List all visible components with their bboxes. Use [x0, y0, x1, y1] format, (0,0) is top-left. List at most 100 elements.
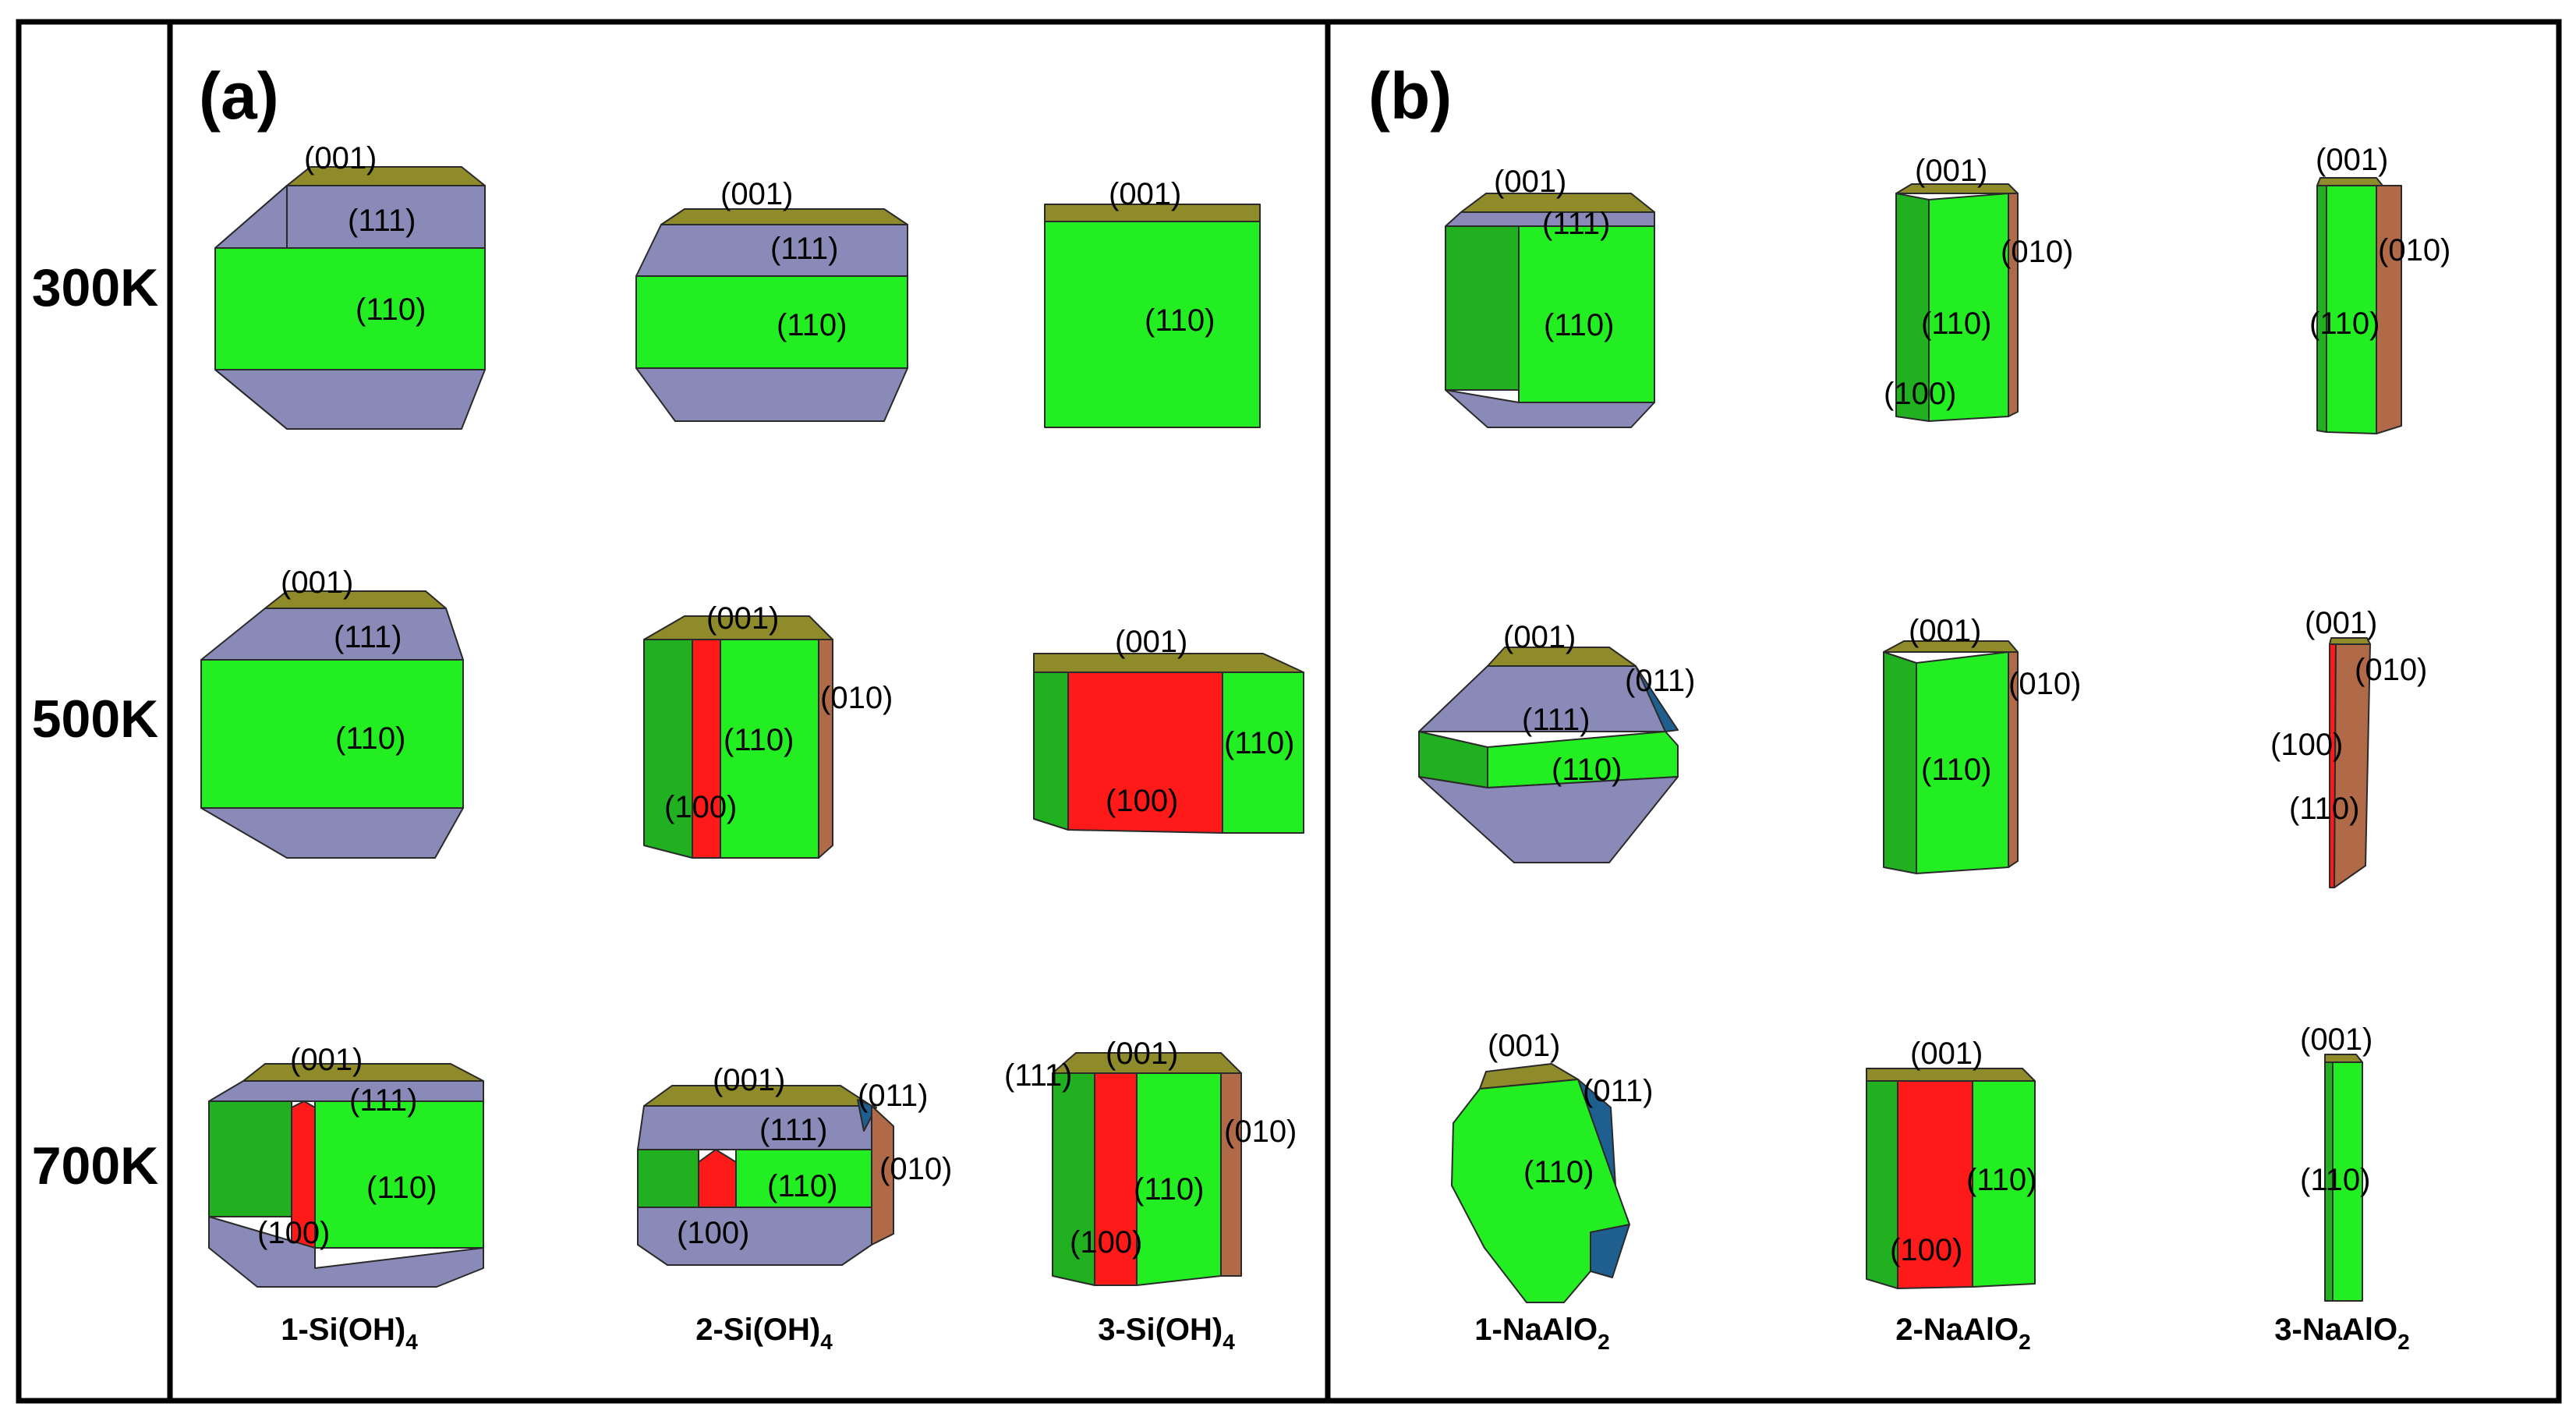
- crystal-a-500k-2: (001) (010) (110) (100): [643, 601, 893, 859]
- face-label: (001): [1494, 165, 1566, 199]
- crystal-b-500k-2: (001) (010) (110): [1883, 614, 2081, 874]
- face-label: (111): [759, 1113, 827, 1147]
- face-010: [1220, 1072, 1242, 1277]
- face-110: [2332, 1061, 2363, 1302]
- face-011: [1590, 1224, 1630, 1278]
- row-label-500k: 500K: [32, 689, 159, 749]
- face-110: [1222, 672, 1304, 834]
- face-label: (100): [257, 1216, 330, 1250]
- face-010: [2334, 643, 2371, 888]
- panel-label-a: (a): [199, 59, 279, 133]
- face-label: (010): [2355, 653, 2427, 687]
- crystal-b-500k-3: (001) (010) (100) (110): [2270, 606, 2427, 888]
- face-label: (110): [777, 308, 847, 342]
- column-label-3-naalo2: 3-NaAlO2: [2274, 1313, 2409, 1354]
- face-111: [214, 369, 486, 430]
- column-label-1-sioh4: 1-Si(OH)4: [281, 1313, 418, 1354]
- face-111: [214, 369, 288, 430]
- face-110-side: [637, 1149, 699, 1208]
- face-label: (001): [1106, 1037, 1178, 1071]
- column-label-3-sioh4: 3-Si(OH)4: [1098, 1313, 1235, 1354]
- face-111: [214, 185, 288, 249]
- face-110: [214, 247, 486, 370]
- face-label: (110): [1224, 726, 1294, 760]
- crystal-a-700k-3: (111) (001) (010) (110) (100): [1004, 1037, 1297, 1286]
- face-label: (111): [1004, 1058, 1072, 1093]
- crystal-b-700k-3: (001) (110): [2300, 1022, 2373, 1302]
- face-111: [208, 1080, 484, 1102]
- face-111: [637, 1105, 872, 1150]
- face-110-side: [1445, 225, 1520, 391]
- face-label: (010): [2378, 233, 2450, 268]
- column-label-1-naalo2: 1-NaAlO2: [1474, 1313, 1609, 1354]
- panel-label-b: (b): [1368, 59, 1452, 133]
- crystal-a-700k-1: (001) (111) (110) (100): [208, 1043, 484, 1288]
- face-label: (110): [2309, 307, 2380, 341]
- column-label-2-naalo2: 2-NaAlO2: [1895, 1313, 2030, 1354]
- face-label: (010): [879, 1152, 952, 1186]
- face-111: [200, 807, 464, 859]
- face-label: (001): [1915, 154, 1987, 188]
- face-010: [2376, 185, 2402, 434]
- face-label: (100): [1884, 377, 1956, 411]
- face-label: (001): [1909, 614, 1981, 648]
- face-label: (001): [1910, 1037, 1983, 1071]
- crystal-a-500k-3: (001) (110) (100): [1033, 625, 1304, 834]
- face-111: [200, 608, 464, 661]
- face-010: [2008, 193, 2019, 417]
- row-label-300k: 300K: [32, 258, 159, 317]
- face-label: (001): [1109, 177, 1181, 211]
- crystal-b-500k-1: (001) (011) (111) (110): [1418, 620, 1695, 863]
- face-110: [1972, 1080, 2036, 1288]
- face-111: [1418, 776, 1679, 863]
- crystal-a-700k-2: (001) (011) (111) (010) (110) (100): [637, 1063, 952, 1266]
- face-label: (001): [304, 141, 377, 175]
- face-label: (010): [2008, 667, 2081, 701]
- row-label-700k: 700K: [32, 1136, 159, 1196]
- face-100: [692, 639, 721, 859]
- face-label: (110): [356, 292, 426, 327]
- face-label: (100): [1106, 784, 1178, 818]
- face-label: (110): [767, 1169, 837, 1203]
- face-label: (100): [1890, 1233, 1962, 1267]
- face-111: [635, 367, 908, 422]
- outer-frame: [16, 19, 2562, 1404]
- face-label: (110): [1552, 753, 1622, 787]
- face-label: (100): [1070, 1225, 1142, 1260]
- face-label: (001): [1503, 620, 1576, 654]
- crystal-b-300k-2: (001) (010) (110) (100): [1884, 154, 2073, 422]
- face-label: (100): [664, 790, 737, 824]
- column-label-2-sioh4: 2-Si(OH)4: [695, 1313, 833, 1354]
- crystal-b-300k-1: (001) (111) (110): [1445, 165, 1655, 428]
- face-label: (001): [2300, 1022, 2373, 1057]
- face-111: [1445, 389, 1655, 428]
- face-label: (111): [770, 232, 838, 266]
- face-label: (001): [720, 177, 793, 211]
- face-011: [1635, 665, 1679, 732]
- face-label: (001): [281, 565, 353, 600]
- face-label: (111): [334, 620, 402, 654]
- face-label: (110): [1544, 308, 1614, 342]
- face-label: (110): [724, 723, 794, 757]
- face-010: [2008, 651, 2019, 868]
- face-110: [635, 275, 908, 369]
- face-label: (011): [1625, 664, 1695, 698]
- face-label: (110): [2289, 792, 2359, 826]
- crystal-a-300k-2: (001) (111) (110): [635, 177, 908, 422]
- face-110-side: [643, 639, 693, 859]
- face-label: (110): [1145, 303, 1215, 338]
- face-label: (100): [677, 1216, 749, 1250]
- face-110-side: [1883, 651, 1917, 874]
- face-label: (011): [1583, 1074, 1653, 1108]
- face-label: (001): [713, 1063, 785, 1097]
- face-110-side: [208, 1100, 292, 1217]
- face-001: [660, 208, 908, 225]
- face-label: (011): [858, 1079, 928, 1113]
- face-label: (110): [1134, 1172, 1204, 1207]
- face-label: (001): [1488, 1029, 1560, 1063]
- crystal-a-300k-1: (001) (111) (110): [214, 141, 486, 430]
- face-label: (110): [2300, 1163, 2370, 1197]
- face-label: (001): [290, 1043, 363, 1077]
- face-label: (110): [1921, 753, 1991, 787]
